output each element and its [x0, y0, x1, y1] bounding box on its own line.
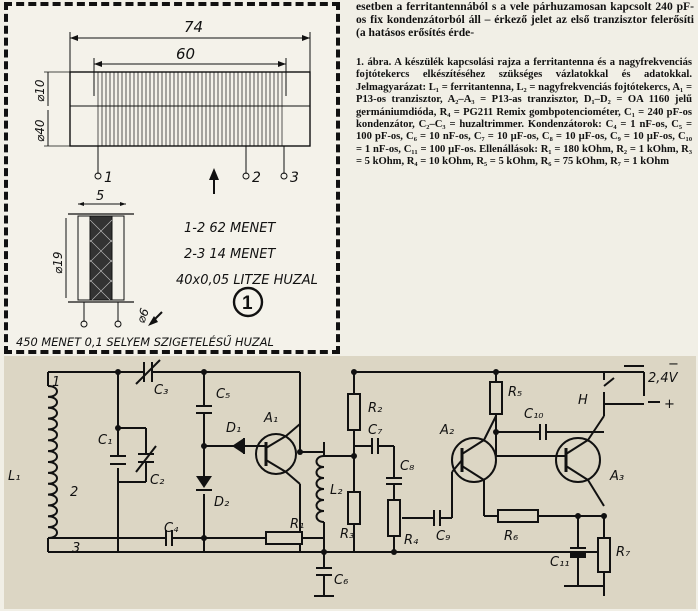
caption-column: esetben a ferritantennából s a vele párh…: [356, 0, 694, 352]
label-C9: C₉: [436, 529, 450, 544]
winding-2-3: 2-3 14 MENET: [184, 247, 276, 262]
label-tap-1: 1: [52, 375, 60, 390]
label-supply: 2,4V: [648, 371, 679, 386]
label-D1: D₁: [226, 421, 241, 436]
bobbin-winding-spec: 450 MENET 0,1 SELYEM SZIGETELÉSŰ HUZAL: [16, 334, 274, 349]
figure-number-circle: [232, 286, 264, 318]
dim-total-length: 74: [184, 18, 203, 36]
label-tap-2: 2: [70, 485, 78, 500]
label-R4: R₄: [404, 533, 419, 548]
circuit-schematic: L₁ C₁ C₂ C₃ C₄ C₅ C₆ C₇ C₈ C₉ C₁₀ C₁₁ D₁…: [4, 356, 696, 609]
l1-coil: [47, 385, 58, 539]
label-C1: C₁: [98, 433, 112, 448]
label-L1: L₁: [8, 469, 20, 484]
bobbin-winding: [89, 215, 113, 301]
wire-spec: 40x0,05 LITZE HUZAL: [176, 273, 318, 288]
winding-turns: [97, 72, 283, 146]
label-A3: A₃: [609, 469, 624, 484]
figure-legend: 1. ábra. A készülék kapcsolási rajza a f…: [356, 57, 692, 168]
schematic-drawing: L₁ C₁ C₂ C₃ C₄ C₅ C₆ C₇ C₈ C₉ C₁₀ C₁₁ D₁…: [8, 357, 679, 597]
label-L2: L₂: [330, 483, 342, 498]
label-C8: C₈: [400, 459, 414, 474]
label-C2: C₂: [150, 473, 164, 488]
label-C3: C₃: [154, 383, 168, 398]
l2-coil: [315, 455, 325, 523]
tap-2-label: 2: [252, 170, 261, 186]
winding-1-2: 1-2 62 MENET: [184, 221, 276, 236]
label-C4: C₄: [164, 521, 179, 536]
dim-body-height: ⌀40: [33, 119, 47, 142]
dim-rod-diameter: ⌀10: [33, 79, 47, 102]
label-C11: C₁₁: [550, 555, 570, 570]
label-minus: −: [668, 357, 679, 372]
bobbin-diameter: ⌀19: [51, 252, 65, 275]
label-A2: A₂: [439, 423, 454, 438]
coil-drawing-panel: 74 60 ⌀10 ⌀40 1 2: [4, 2, 340, 354]
label-R2: R₂: [368, 401, 382, 416]
label-H: H: [578, 393, 588, 408]
label-C10: C₁₀: [524, 407, 544, 422]
label-plus: +: [664, 397, 675, 412]
label-R5: R₅: [508, 385, 522, 400]
label-R3: R₃: [340, 527, 354, 542]
label-R7: R₇: [616, 545, 631, 560]
bobbin-width: 5: [96, 189, 104, 204]
label-C6: C₆: [334, 573, 348, 588]
label-R6: R₆: [504, 529, 518, 544]
up-arrow-icon: [209, 168, 219, 180]
intro-text: esetben a ferritantennából s a vele párh…: [356, 0, 694, 39]
label-D2: D₂: [214, 495, 229, 510]
label-C5: C₅: [216, 387, 230, 402]
label-A1: A₁: [263, 411, 278, 426]
coil-drawing: 74 60 ⌀10 ⌀40 1 2: [16, 18, 318, 349]
pin-label: ⌀6: [134, 306, 152, 325]
label-C7: C₇: [368, 423, 383, 438]
tap-1-label: 1: [104, 170, 113, 186]
figure-number: 1: [242, 293, 253, 314]
dim-winding-length: 60: [176, 45, 195, 63]
tap-3-label: 3: [290, 170, 299, 186]
label-R1: R₁: [290, 517, 304, 532]
label-tap-3: 3: [72, 541, 80, 556]
